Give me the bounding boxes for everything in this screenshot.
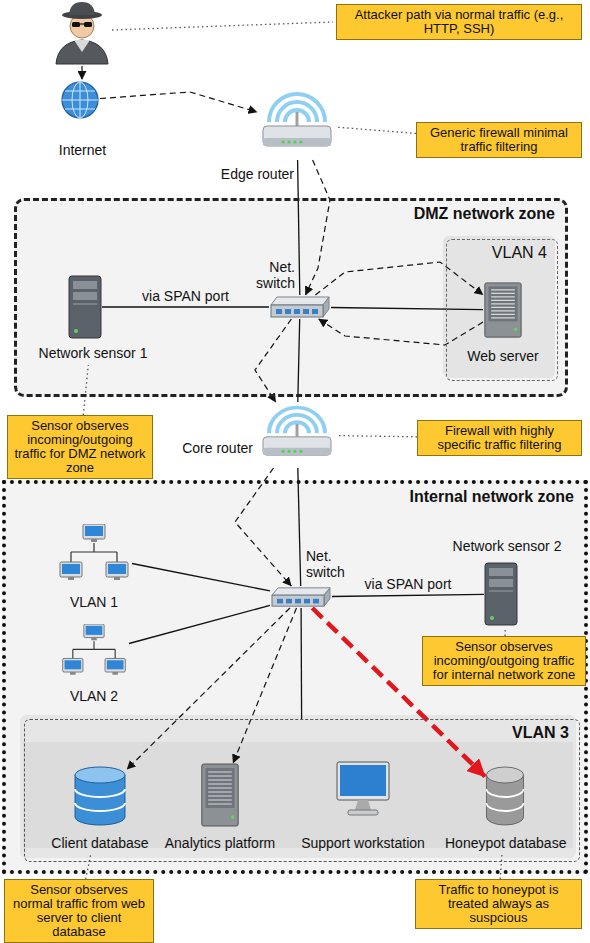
network-device: Analytics platform — [155, 763, 285, 853]
leader-line — [86, 855, 91, 879]
network-device: Client database — [40, 765, 160, 855]
device-label: Client database — [40, 835, 160, 851]
leader-line — [337, 127, 416, 133]
device-label: Web server — [453, 348, 553, 364]
callout-note: Traffic to honeypot is treated always as… — [415, 879, 582, 929]
device-label: VLAN 1 — [44, 594, 144, 610]
vlan-group: VLAN 4 Web server — [446, 239, 558, 381]
device-label: Support workstation — [295, 835, 431, 851]
network-link — [298, 319, 300, 402]
workstation-icon — [336, 761, 390, 819]
attack-path-arrow — [235, 468, 291, 586]
network-device: Edge router — [210, 88, 360, 188]
attack-path-arrow — [255, 319, 291, 402]
attack-path-arrow — [306, 160, 331, 295]
callout-note: Sensor observes normal traffic from web … — [4, 879, 154, 943]
database-icon — [73, 765, 127, 827]
attacker-arrow — [81, 66, 82, 79]
note-text: Traffic to honeypot is treated always as… — [421, 883, 576, 925]
network-link — [102, 306, 269, 307]
network-device: Net. switch — [264, 548, 364, 610]
internet-globe — [60, 80, 100, 120]
callout-note: Firewall with highly specific traffic fi… — [417, 420, 582, 456]
network-link — [298, 160, 300, 295]
network-device: Web server — [453, 282, 553, 368]
zone-heading: VLAN 4 — [492, 243, 547, 262]
device-label: Core router — [165, 440, 253, 456]
network-link — [129, 605, 270, 643]
router-icon — [257, 88, 337, 160]
network-link — [332, 594, 484, 596]
device-label: Network sensor 2 — [432, 538, 582, 554]
network-device: Core router — [165, 402, 340, 474]
server-icon — [483, 282, 523, 338]
callout-note: Generic firewall minimal traffic filteri… — [416, 122, 582, 158]
attack-path-arrow — [319, 319, 483, 345]
attack-path-arrow — [100, 92, 257, 112]
attack-path-arrow — [127, 608, 290, 769]
attack-path-arrow — [315, 262, 483, 295]
network-link — [298, 468, 301, 586]
device-label: Analytics platform — [155, 835, 285, 851]
sensor-icon — [68, 275, 102, 339]
network-zone: Internal network zoneVLAN 1 VLAN 2 Net. sw… — [2, 480, 588, 874]
leader-line — [112, 22, 333, 30]
sensor-icon — [484, 562, 518, 626]
device-label: Edge router — [210, 166, 294, 182]
network-link — [132, 564, 270, 591]
device-label: Net. switch — [306, 548, 364, 580]
note-text: Sensor observes incoming/outgoing traffi… — [13, 419, 147, 475]
vlan-group: VLAN 3 Client databaseAnalytics platform S… — [24, 719, 580, 862]
device-label: Network sensor 1 — [28, 345, 158, 361]
zone-heading: Internal network zone — [410, 487, 574, 506]
callout-note: Sensor observes incoming/outgoing traffi… — [422, 636, 586, 686]
router-icon — [257, 402, 337, 468]
leader-line — [83, 365, 88, 415]
callout-note: Attacker path via normal traffic (e.g., … — [336, 4, 582, 40]
device-label: Honeypot database — [445, 835, 565, 851]
database-icon — [485, 765, 525, 827]
note-text: Sensor observes incoming/outgoing traffi… — [428, 640, 580, 682]
note-text: Firewall with highly specific traffic fi… — [423, 424, 576, 452]
device-label: VLAN 2 — [44, 688, 144, 704]
zone-heading: DMZ network zone — [414, 204, 555, 223]
note-text: Generic firewall minimal traffic filteri… — [422, 126, 576, 154]
leader-line — [500, 855, 502, 879]
network-device: Internet — [45, 80, 120, 160]
vlan-hosts-icon — [59, 624, 129, 682]
attack-path-arrow — [312, 608, 485, 777]
link-label: via SPAN port — [140, 288, 231, 304]
switch-icon — [270, 586, 332, 608]
network-link — [331, 308, 483, 310]
attack-path-arrow — [233, 608, 296, 763]
attacker-figure — [56, 2, 108, 64]
switch-icon — [269, 295, 331, 319]
network-link — [300, 608, 302, 719]
network-device: Net. switch — [243, 259, 343, 319]
network-device: Network sensor 2 — [432, 538, 582, 630]
note-text: Attacker path via normal traffic (e.g., … — [342, 8, 576, 36]
device-label: Net. switch — [243, 259, 295, 291]
leader-line — [337, 436, 417, 437]
zone-heading: VLAN 3 — [512, 723, 569, 742]
server-icon — [200, 763, 240, 827]
vlan-hosts-icon — [56, 524, 132, 588]
network-zone: DMZ network zoneNet. switchNetwork senso… — [14, 198, 568, 397]
note-text: Sensor observes normal traffic from web … — [10, 883, 148, 939]
callout-note: Sensor observes incoming/outgoing traffi… — [7, 415, 153, 479]
link-label: via SPAN port — [363, 576, 454, 592]
device-label: Internet — [45, 142, 120, 158]
network-device: Honeypot database — [445, 765, 565, 855]
network-device: VLAN 2 — [44, 624, 144, 712]
network-device: Network sensor 1 — [28, 273, 158, 365]
network-device: VLAN 1 — [44, 524, 144, 614]
network-device: Support workstation — [295, 761, 431, 853]
